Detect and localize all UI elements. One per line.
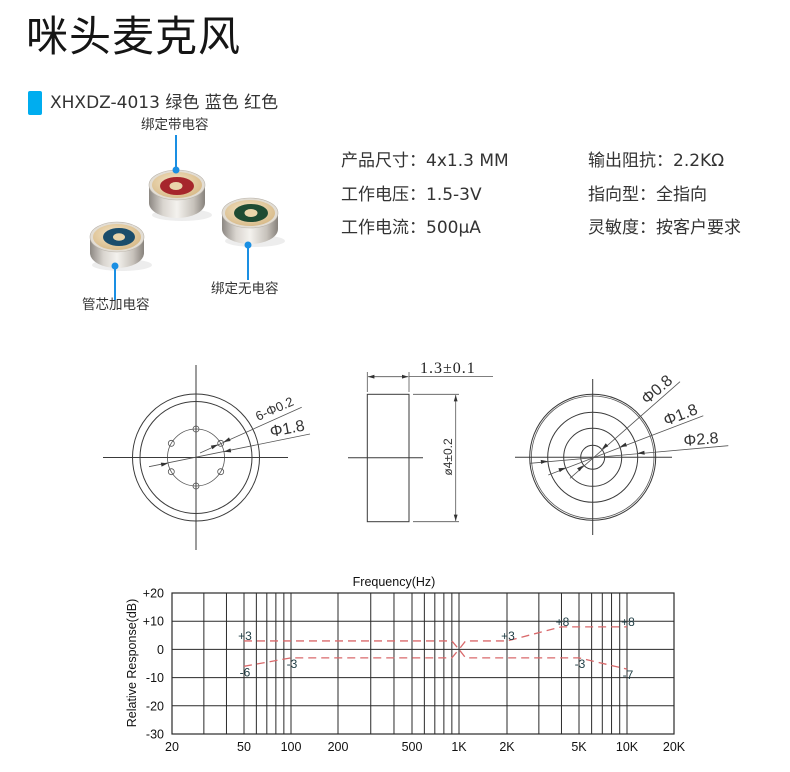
callout-leader-top: [172, 135, 180, 174]
leader-d3: [529, 445, 729, 464]
callout-label-left: 管芯加电容: [82, 297, 150, 313]
arrow-icon: [601, 443, 609, 450]
spec-value: 500μA: [426, 218, 481, 238]
arrow-icon: [577, 465, 584, 472]
spec-value: 按客户要求: [656, 218, 741, 238]
spec-value: 2.2KΩ: [673, 151, 725, 171]
spec-voltage: 工作电压：1.5-3V: [341, 185, 482, 205]
x-tick-label: 200: [328, 740, 349, 754]
x-tick-label: 100: [281, 740, 302, 754]
page-title: 咪头麦克风: [26, 12, 242, 61]
x-tick-label: 2K: [499, 740, 515, 754]
chart-title: Frequency(Hz): [353, 575, 436, 589]
hole: [167, 439, 175, 447]
arrow-icon: [540, 459, 548, 464]
spec-label: 输出阻抗：: [588, 151, 673, 171]
spec-sensitivity: 灵敏度：按客户要求: [588, 218, 741, 238]
spec-label: 工作电压：: [341, 185, 426, 205]
capsule-green: [221, 197, 285, 247]
spec-value: 1.5-3V: [426, 185, 482, 205]
leader-holes: [199, 406, 302, 454]
callout-label-top: 绑定带电容: [141, 117, 209, 133]
spec-label: 工作电流：: [341, 218, 426, 238]
capsule-center-pad: [113, 233, 125, 241]
leader-dot: [244, 241, 252, 249]
dim-d3-label: Φ2.8: [683, 430, 719, 450]
spec-current: 工作电流：500μA: [341, 218, 481, 238]
callout-label-right: 绑定无电容: [211, 281, 279, 297]
series-line-lower: [243, 648, 628, 670]
callout-leader-left: [111, 262, 119, 300]
leader-dot: [172, 166, 180, 174]
x-tick-label: 20K: [663, 740, 686, 754]
arrow-icon: [160, 462, 169, 467]
y-tick-label: -20: [146, 699, 164, 713]
spec-label: 指向型：: [588, 185, 656, 205]
leader-dot: [111, 262, 119, 270]
dim-hole-circle-label: Φ1.8: [269, 418, 307, 441]
x-tick-label: 1K: [451, 740, 467, 754]
annotation-label: -3: [287, 657, 298, 671]
drawing-back-view: Φ0.8 Φ1.8 Φ2.8: [515, 372, 729, 535]
arrow-icon: [210, 444, 218, 450]
spec-size: 产品尺寸：4x1.3 MM: [341, 151, 509, 171]
spec-directivity: 指向型：全指向: [588, 185, 707, 205]
y-tick-label: 0: [157, 643, 164, 657]
dim-thickness-label: 1.3±0.1: [420, 360, 476, 377]
x-tick-label: 20: [165, 740, 179, 754]
x-tick-label: 10K: [616, 740, 639, 754]
series-line-upper: [244, 626, 627, 651]
dim-diameter-label: ø4±0.2: [441, 438, 455, 476]
y-tick-label: -30: [146, 728, 164, 742]
annotation-label: -3: [575, 657, 586, 671]
y-tick-label: -10: [146, 671, 164, 685]
sound-holes: [167, 425, 225, 490]
annotation-label: -6: [240, 665, 251, 679]
annotation-label: +8: [556, 615, 570, 629]
y-tick-label: +20: [143, 587, 164, 601]
hole: [167, 468, 175, 476]
hole: [217, 439, 225, 447]
leader-d1: [569, 381, 681, 479]
model-label: XHXDZ-4013 绿色 蓝色 红色: [50, 93, 279, 113]
drawing-side-view: 1.3±0.1 ø4±0.2: [348, 360, 493, 523]
annotation-label: +8: [621, 615, 635, 629]
capsule-red: [148, 169, 212, 221]
capsule-blue: [89, 221, 152, 271]
x-tick-label: 500: [402, 740, 423, 754]
arrow-icon: [558, 467, 566, 473]
x-tick-label: 50: [237, 740, 251, 754]
annotation-label: +3: [238, 629, 252, 643]
x-tick-label: 5K: [571, 740, 587, 754]
capsule-center-pad: [169, 182, 183, 190]
arrow-icon: [223, 437, 231, 443]
annotation-label: -7: [623, 668, 634, 682]
spec-label: 灵敏度：: [588, 218, 656, 238]
arrow-icon: [223, 448, 232, 453]
hole: [217, 468, 225, 476]
arrow-icon: [619, 442, 627, 447]
capsule-center-pad: [244, 209, 258, 217]
plot-frame: [171, 592, 675, 735]
model-marker-block: [28, 91, 42, 115]
spec-value: 4x1.3 MM: [426, 151, 509, 171]
y-axis-label: Relative Response(dB): [125, 599, 139, 728]
spec-impedance: 输出阻抗：2.2KΩ: [588, 151, 724, 171]
spec-value: 全指向: [656, 185, 707, 205]
y-tick-label: +10: [143, 615, 164, 629]
annotation-label: +3: [501, 629, 515, 643]
spec-label: 产品尺寸：: [341, 151, 426, 171]
arrow-icon: [637, 450, 645, 455]
callout-leader-right: [244, 241, 252, 280]
